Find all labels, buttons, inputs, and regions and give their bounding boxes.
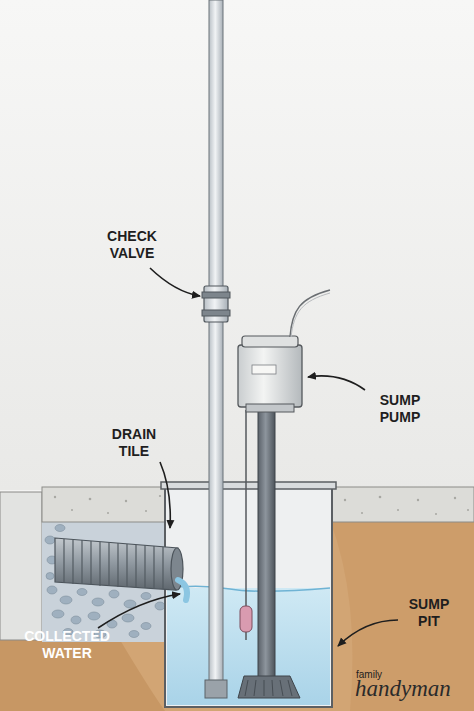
callout-label: DRAIN TILE (98, 426, 170, 460)
pump-base-ribs (245, 680, 292, 696)
concrete-slab (42, 487, 168, 522)
check-valve (202, 286, 230, 322)
water-surface (167, 586, 330, 591)
pump-column (258, 405, 275, 680)
drain-tile-pipe (55, 538, 183, 590)
callout-label: CHECK VALVE (92, 228, 172, 262)
foundation-wall (0, 492, 42, 640)
wall-background (0, 0, 474, 490)
pipe-fitting (205, 680, 227, 698)
callout-label: SUMP PIT (398, 596, 460, 630)
soil-shade (330, 520, 474, 711)
power-cord (290, 290, 330, 337)
pump-base (238, 676, 300, 698)
collected-water (167, 588, 330, 705)
pit-rim (161, 482, 336, 489)
concrete-slab (330, 487, 474, 522)
callout-label: COLLECTED WATER (12, 628, 122, 662)
leader-arrows (98, 268, 398, 646)
discharge-pipe (209, 0, 223, 690)
sump-pit-liner (165, 485, 332, 707)
water-stream (178, 580, 187, 600)
watermark: handyman (355, 676, 465, 702)
float-switch (240, 606, 252, 632)
pump-motor (238, 336, 302, 412)
callout-label: SUMP PUMP (365, 392, 435, 426)
power-cord (291, 293, 330, 337)
